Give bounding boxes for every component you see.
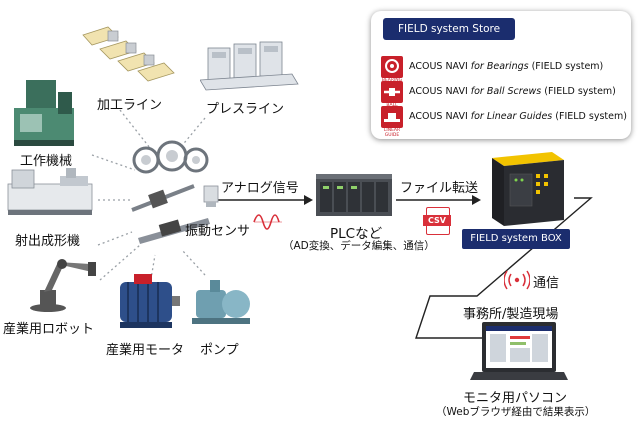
dotted-connector bbox=[97, 231, 133, 246]
bearing-icon-caption: BEARING bbox=[381, 78, 403, 83]
store-item-text: ACOUS NAVI for Bearings (FIELD system) bbox=[409, 61, 603, 72]
machine-tool-label: 工作機械 bbox=[20, 154, 73, 169]
industrial-robot-illustration bbox=[30, 259, 96, 312]
industrial-motor-label: 産業用モータ bbox=[106, 343, 185, 358]
vibration-wave-icon bbox=[253, 214, 282, 230]
store-item-prefix: ACOUS NAVI bbox=[409, 86, 471, 97]
store-item-linear-guides[interactable]: LINEAR GUIDE ACOUS NAVI for Linear Guide… bbox=[381, 106, 627, 138]
processing-line-illustration bbox=[82, 26, 175, 82]
store-item-suffix: (FIELD system) bbox=[528, 61, 604, 72]
pump-label: ポンプ bbox=[200, 343, 239, 358]
store-item-prefix: ACOUS NAVI bbox=[409, 111, 471, 122]
store-item-suffix: (FIELD system) bbox=[552, 111, 627, 122]
ball-screw-icon bbox=[381, 81, 403, 103]
store-item-italic: for Ball Screws bbox=[470, 86, 542, 97]
industrial-motor-illustration bbox=[120, 274, 180, 328]
file-transfer-label: ファイル転送 bbox=[400, 181, 479, 196]
dotted-connector bbox=[119, 109, 151, 149]
store-item-prefix: ACOUS NAVI bbox=[409, 61, 471, 72]
pump-illustration bbox=[192, 280, 250, 324]
press-line-label: プレスライン bbox=[206, 102, 285, 117]
store-item-italic: for Linear Guides bbox=[470, 111, 553, 122]
plc-sub-label: （AD変換、データ編集、通信） bbox=[283, 240, 435, 252]
dotted-connector bbox=[181, 249, 206, 276]
vibration-sensor-illustration bbox=[203, 185, 219, 207]
monitor-pc-label: モニタ用パソコン bbox=[463, 391, 568, 406]
linear-guide-icon-caption: LINEAR GUIDE bbox=[383, 128, 401, 138]
monitor-pc-illustration bbox=[470, 322, 568, 380]
monitor-pc-sub-label: （Webブラウザ経由で結果表示） bbox=[436, 406, 596, 418]
csv-file-icon: CSV bbox=[423, 207, 451, 235]
vibration-sensor-label: 振動センサ bbox=[185, 224, 251, 239]
mechanical-parts-illustration bbox=[131, 140, 210, 244]
analog-signal-label: アナログ信号 bbox=[221, 181, 299, 196]
store-item-bearings[interactable]: BEARING ACOUS NAVI for Bearings (FIELD s… bbox=[381, 56, 626, 83]
analog-arrow-head bbox=[304, 195, 313, 205]
industrial-robot-label: 産業用ロボット bbox=[3, 322, 95, 337]
linear-guide-icon bbox=[381, 106, 403, 128]
network-line bbox=[415, 197, 593, 339]
store-item-italic: for Bearings bbox=[470, 61, 529, 72]
office-site-label: 事務所/製造現場 bbox=[463, 307, 559, 322]
store-item-text: ACOUS NAVI for Ball Screws (FIELD system… bbox=[409, 86, 616, 97]
communication-label: 通信 bbox=[533, 276, 560, 291]
plc-label: PLCなど bbox=[330, 226, 383, 242]
field-box-label: FIELD system BOX bbox=[462, 229, 570, 249]
plc-illustration bbox=[316, 174, 392, 216]
wireless-icon bbox=[504, 270, 530, 290]
store-item-text: ACOUS NAVI for Linear Guides (FIELD syst… bbox=[409, 111, 627, 122]
injection-molding-illustration bbox=[7, 168, 93, 215]
store-item-ball-screws[interactable]: BALL SCREW ACOUS NAVI for Ball Screws (F… bbox=[381, 81, 626, 113]
dotted-connector bbox=[99, 244, 141, 281]
injection-molding-label: 射出成形機 bbox=[15, 234, 81, 249]
bearing-icon bbox=[381, 56, 403, 78]
store-item-suffix: (FIELD system) bbox=[541, 86, 616, 97]
store-panel: FIELD system Store BEARING ACOUS NAVI fo… bbox=[371, 11, 631, 139]
file-transfer-arrow-head bbox=[472, 195, 481, 205]
dotted-connector bbox=[179, 117, 206, 149]
machine-tool-illustration bbox=[14, 80, 74, 146]
csv-badge: CSV bbox=[423, 215, 451, 226]
store-title: FIELD system Store bbox=[383, 18, 515, 40]
processing-line-label: 加工ライン bbox=[97, 98, 163, 113]
press-line-illustration bbox=[200, 41, 299, 91]
field-box-illustration bbox=[492, 152, 564, 226]
